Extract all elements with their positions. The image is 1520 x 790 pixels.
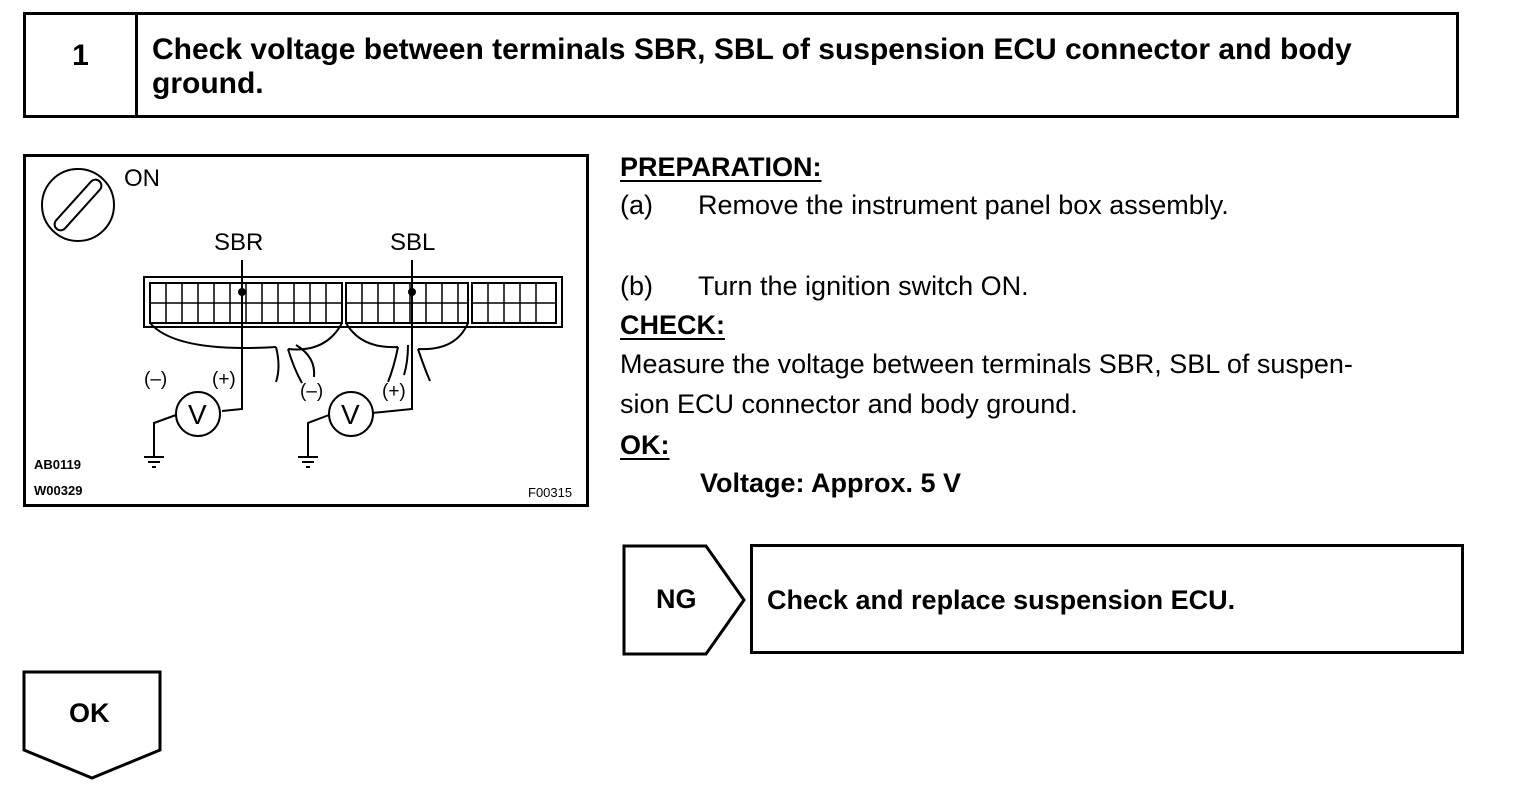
diagram-drawing: [41, 168, 563, 468]
ecu-connector: [143, 276, 563, 328]
meter-left-label: V: [188, 399, 207, 430]
check-line-2: sion ECU connector and body ground.: [620, 389, 1078, 419]
figure-code-2: W00329: [34, 483, 83, 498]
step-header: 1 Check voltage between terminals SBR, S…: [23, 12, 1459, 118]
step-number: 1: [26, 15, 138, 115]
prep-a-label: (a): [620, 190, 653, 220]
ok-branch: OK: [22, 670, 164, 782]
ng-action-text: Check and replace suspension ECU.: [767, 585, 1236, 615]
ok-label: OK: [69, 698, 110, 728]
prep-b-text: Turn the ignition switch ON.: [698, 271, 1029, 301]
ng-branch: NG Check and replace suspension ECU.: [622, 544, 1464, 656]
plus-left-label: (+): [212, 369, 236, 390]
prep-a-text: Remove the instrument panel box assembly…: [698, 190, 1229, 220]
preparation-heading: PREPARATION:: [620, 152, 822, 182]
ng-action-box: Check and replace suspension ECU.: [750, 544, 1464, 654]
terminal-sbr-label: SBR: [214, 229, 264, 256]
figure-code-1: AB0119: [34, 457, 81, 472]
voltmeter-left-icon: [175, 391, 221, 437]
ignition-switch-icon: [41, 168, 115, 242]
plus-right-label: (+): [382, 381, 406, 402]
connector-diagram: ON SBR SBL (–) (+) (–) (+) V V AB0119 W0…: [23, 154, 589, 507]
check-line-1: Measure the voltage between terminals SB…: [620, 349, 1353, 379]
minus-right-label: (–): [300, 381, 324, 402]
ok-spec-value: Voltage: Approx. 5 V: [700, 468, 962, 498]
ok-arrow-icon: [22, 670, 162, 780]
check-heading: CHECK:: [620, 310, 725, 340]
figure-number: F00315: [528, 485, 573, 500]
prep-b-label: (b): [620, 271, 653, 301]
voltmeter-right-icon: [328, 391, 374, 437]
ok-spec-heading: OK:: [620, 430, 670, 460]
minus-left-label: (–): [144, 369, 168, 390]
switch-on-label: ON: [124, 165, 160, 192]
ng-label: NG: [656, 584, 697, 614]
terminal-sbl-label: SBL: [390, 229, 436, 256]
ng-arrow-icon: [622, 544, 746, 656]
step-title: Check voltage between terminals SBR, SBL…: [152, 33, 1352, 100]
meter-right-label: V: [341, 399, 360, 430]
